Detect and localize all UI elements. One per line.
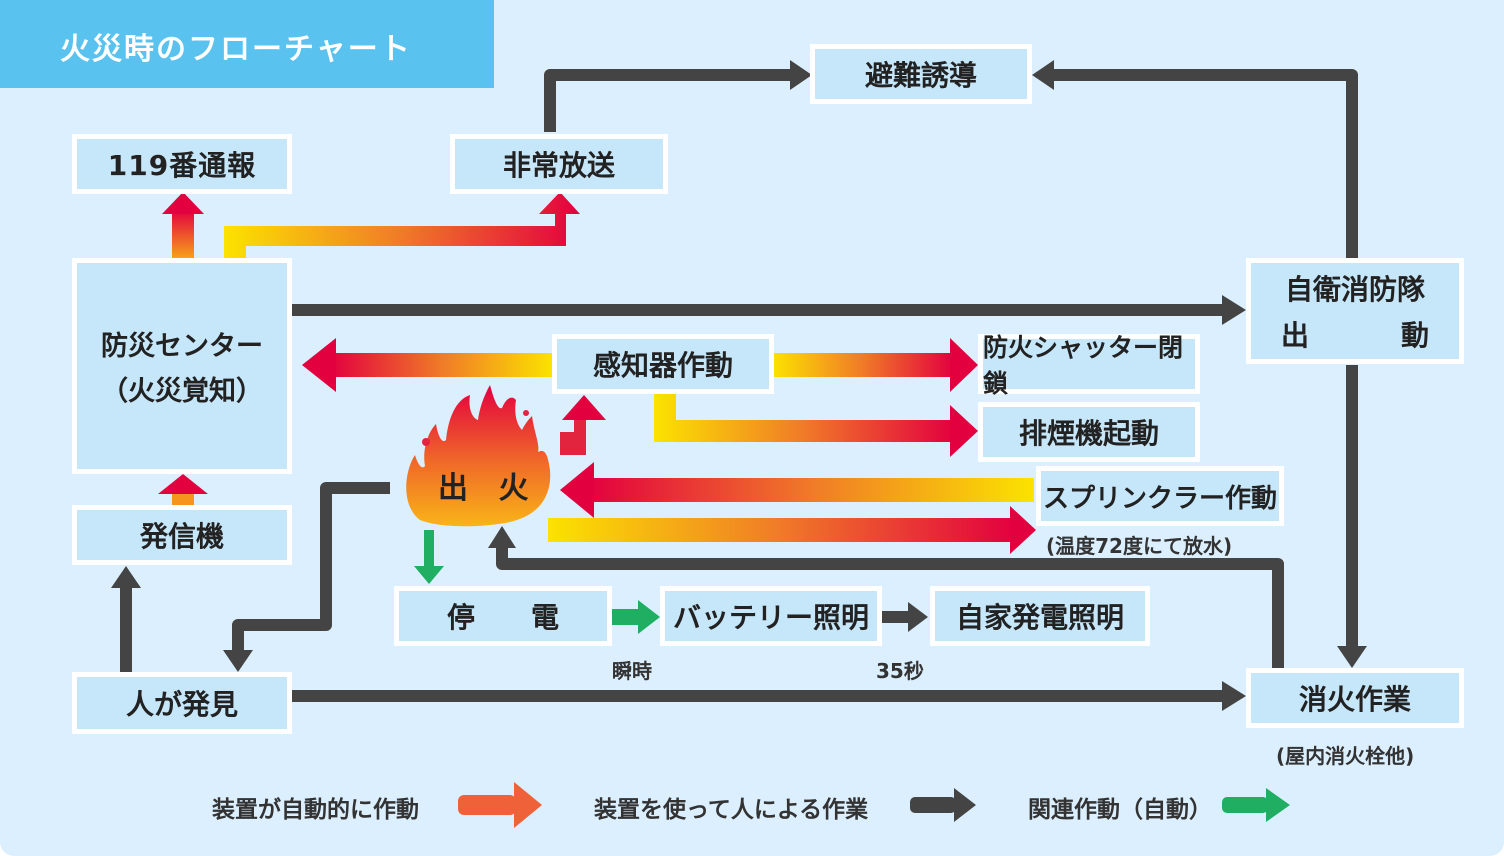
arrow-sprinkler-to-fire [588, 478, 1034, 502]
node-self-fire-brigade: 自衛消防隊 出 動 [1246, 258, 1464, 364]
sprinkler-note: (温度72度にて放水) [1046, 534, 1233, 558]
node-battery-light: バッテリー照明 [660, 586, 882, 646]
node-generator-light: 自家発電照明 [930, 586, 1150, 646]
arrowhead [1010, 506, 1036, 554]
legend-manual-label: 装置を使って人による作業 [594, 797, 869, 823]
fire-spark [422, 438, 430, 446]
node-disaster-center-sub: （火災覚知） [101, 376, 263, 407]
arrowhead [1337, 646, 1367, 668]
arrowhead [1222, 295, 1246, 325]
node-transmitter: 発信機 [72, 505, 292, 565]
arrowhead [302, 338, 336, 392]
arrowhead [560, 462, 594, 518]
node-fire-shutter: 防火シャッター閉鎖 [978, 333, 1200, 398]
arrow-center-to-119 [172, 210, 194, 258]
arrowhead [158, 474, 208, 494]
timing-instant: 瞬時 [612, 659, 652, 683]
node-emergency-broadcast: 非常放送 [450, 134, 668, 194]
extinguish-note: (屋内消火栓他) [1276, 744, 1415, 768]
arrow-fire-to-sprinkler-note [548, 518, 1014, 542]
flowchart-title: 火災時のフローチャート [60, 32, 412, 67]
arrow-center-to-broadcast [224, 192, 580, 258]
node-power-outage: 停 電 [394, 586, 612, 646]
arrow-broadcast-to-evacuation [544, 69, 795, 132]
arrowhead [488, 526, 516, 548]
node-extinguish: 消火作業 [1246, 668, 1464, 728]
node-self-fire-brigade-action: 出 動 [1281, 314, 1429, 354]
node-self-fire-brigade-action-b: 動 [1400, 319, 1429, 352]
arrow-detector-to-exhaust [654, 392, 954, 442]
fire-label: 出 火 [438, 471, 539, 506]
arrow-extinguish-to-fire [496, 544, 1284, 668]
node-smoke-exhaust: 排煙機起動 [978, 402, 1200, 462]
arrowhead [790, 60, 812, 90]
arrow-outage-to-battery [612, 609, 640, 625]
node-119-report: 119番通報 [72, 134, 292, 194]
fire-flame-icon [406, 385, 551, 527]
node-disaster-center: 防災センター （火災覚知） [72, 258, 292, 474]
arrow-detector-to-shutter [772, 353, 954, 377]
node-evacuation: 避難誘導 [810, 44, 1032, 104]
node-detector: 感知器作動 [552, 334, 774, 394]
arrowhead [638, 600, 660, 634]
legend-related-label: 関連作動（自動） [1028, 797, 1212, 823]
node-person-found: 人が発見 [72, 672, 292, 734]
arrowhead [223, 650, 253, 672]
legend-arrows [458, 782, 1290, 828]
arrowhead [950, 338, 978, 392]
arrowhead [414, 566, 444, 584]
arrowhead [908, 602, 928, 632]
arrow-fire-to-outage [424, 530, 434, 568]
arrowhead [562, 395, 606, 420]
node-self-fire-brigade-action-a: 出 [1281, 319, 1310, 352]
arrow-fire-to-person [232, 482, 390, 656]
arrowhead [111, 566, 141, 588]
fire-spark [523, 410, 529, 416]
arrowhead [1032, 60, 1054, 90]
node-sprinkler: スプリンクラー作動 [1036, 466, 1284, 526]
arrowhead [950, 405, 978, 457]
node-disaster-center-label: 防災センター [101, 331, 263, 362]
arrowhead [162, 192, 204, 214]
timing-35-seconds: 35秒 [876, 659, 924, 683]
arrow-fire-to-detector [560, 418, 586, 455]
arrow-brigade-to-evacuation [1048, 69, 1358, 258]
arrowhead [1222, 681, 1246, 711]
title-bar: 火災時のフローチャート [0, 0, 494, 88]
legend-auto-label: 装置が自動的に作動 [212, 797, 419, 823]
node-self-fire-brigade-label: 自衛消防隊 [1284, 273, 1425, 306]
arrow-detector-to-center [330, 353, 552, 377]
